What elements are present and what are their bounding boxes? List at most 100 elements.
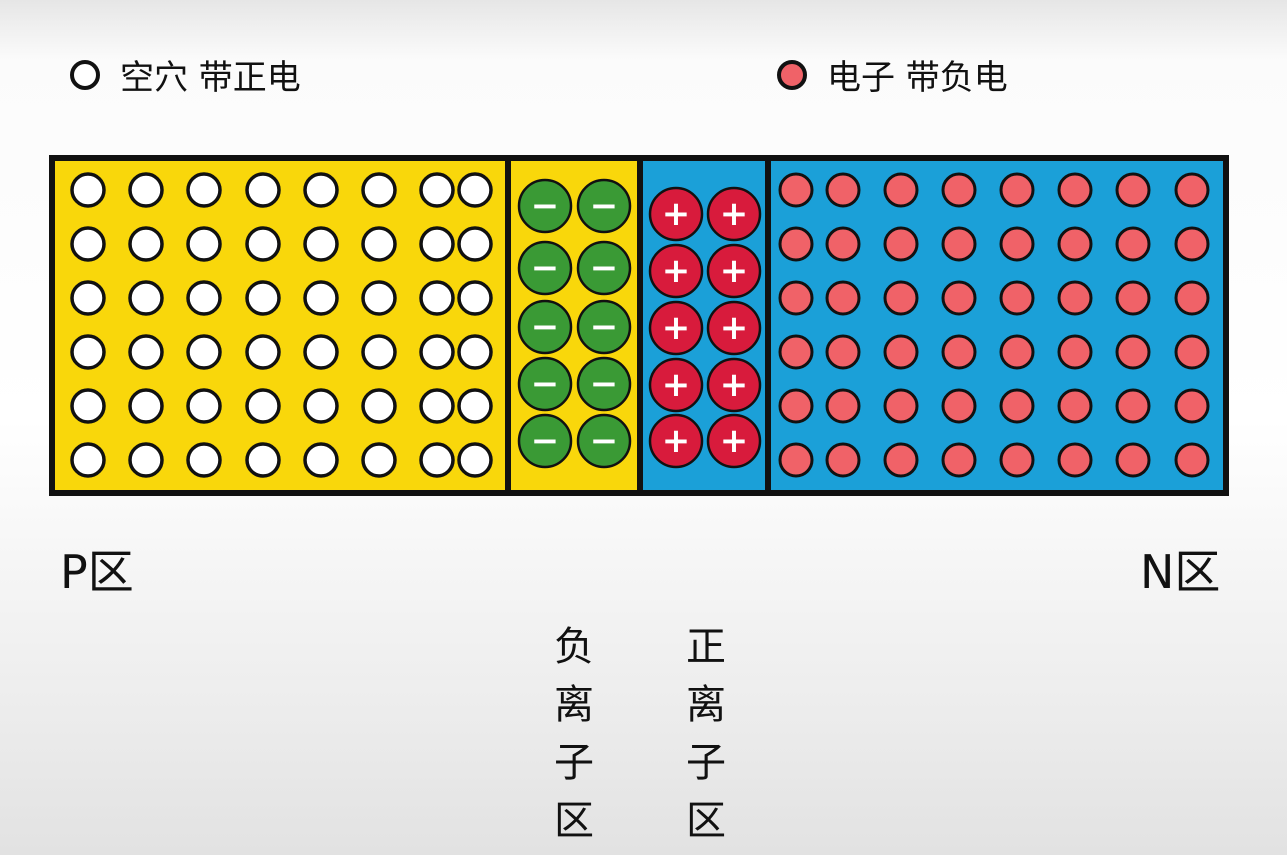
positive-ion-sign: + (662, 251, 691, 291)
electron (1174, 442, 1210, 478)
negative-ion-sign: − (531, 364, 560, 404)
positive-ion-sign: + (662, 308, 691, 348)
electron (1115, 388, 1151, 424)
negative-ion (576, 178, 632, 234)
negative-ion (517, 413, 573, 469)
hole (419, 280, 455, 316)
negative-ion-sign: − (590, 364, 619, 404)
hole (245, 388, 281, 424)
electron (1115, 226, 1151, 262)
electron (1057, 172, 1093, 208)
electron (1174, 226, 1210, 262)
p-region (53, 158, 508, 492)
hole-icon (70, 59, 100, 90)
electron (941, 172, 977, 208)
positive-ion-sign: + (720, 194, 749, 234)
electron (778, 226, 814, 262)
hole (361, 388, 397, 424)
negative-ion (517, 178, 573, 234)
hole (128, 280, 164, 316)
hole (303, 442, 339, 478)
electron (999, 226, 1035, 262)
hole (186, 226, 222, 262)
electron (883, 334, 919, 370)
hole (361, 226, 397, 262)
electron (1115, 280, 1151, 316)
label-char: 正 (686, 624, 726, 670)
hole (457, 442, 493, 478)
negative-ion (576, 413, 632, 469)
electron (778, 334, 814, 370)
negative-ion (517, 240, 573, 296)
positive-ion (706, 413, 762, 469)
hole (245, 226, 281, 262)
electron (883, 280, 919, 316)
hole (70, 388, 106, 424)
electron (999, 442, 1035, 478)
electron (999, 334, 1035, 370)
hole (70, 334, 106, 370)
legend-electron: 电子 带负电 (777, 50, 1008, 99)
electron-icon (777, 59, 807, 90)
hole (361, 442, 397, 478)
junction-border (49, 155, 1229, 496)
positive-ion (648, 186, 704, 242)
positive-ion (706, 300, 762, 356)
electron (825, 334, 861, 370)
electron (941, 280, 977, 316)
positive-ion (648, 300, 704, 356)
n-region-label: N区 (1140, 545, 1221, 599)
positive-ion (706, 186, 762, 242)
hole (245, 172, 281, 208)
electron (778, 388, 814, 424)
electron (941, 334, 977, 370)
positive-ion-sign: + (662, 365, 691, 405)
electron (825, 280, 861, 316)
hole (128, 172, 164, 208)
hole (457, 280, 493, 316)
negative-ion (517, 299, 573, 355)
label-char: 区 (686, 798, 726, 844)
hole (361, 172, 397, 208)
negative-ion (576, 299, 632, 355)
negative-ion-sign: − (590, 307, 619, 347)
legend-electron-label: 电子 带负电 (827, 58, 1008, 98)
positive-ion-region-label: 正 离 子 区 (681, 618, 731, 850)
negative-ion-sign: − (531, 307, 560, 347)
hole (128, 334, 164, 370)
negative-ion (576, 356, 632, 412)
positive-ion (648, 243, 704, 299)
positive-ion (648, 357, 704, 413)
hole (245, 280, 281, 316)
negative-ion-sign: − (590, 248, 619, 288)
hole (457, 388, 493, 424)
hole (419, 226, 455, 262)
positive-ion-sign: + (720, 251, 749, 291)
hole (70, 280, 106, 316)
hole (303, 334, 339, 370)
electron (778, 172, 814, 208)
hole (419, 442, 455, 478)
positive-ion-sign: + (662, 194, 691, 234)
label-char: 子 (686, 740, 726, 786)
negative-ion (517, 356, 573, 412)
electron (1057, 226, 1093, 262)
label-char: 离 (554, 682, 594, 728)
hole (361, 334, 397, 370)
hole (457, 226, 493, 262)
hole (186, 172, 222, 208)
electron (883, 388, 919, 424)
hole (186, 280, 222, 316)
positive-ion-sign: + (720, 365, 749, 405)
positive-ion (706, 357, 762, 413)
negative-ion-sign: − (531, 248, 560, 288)
positive-ion-sign: + (662, 421, 691, 461)
electron (825, 388, 861, 424)
electron (941, 442, 977, 478)
negative-ion-sign: − (531, 421, 560, 461)
hole (361, 280, 397, 316)
p-region-label: P区 (60, 545, 134, 599)
electron (778, 442, 814, 478)
hole (303, 172, 339, 208)
negative-ion (576, 240, 632, 296)
